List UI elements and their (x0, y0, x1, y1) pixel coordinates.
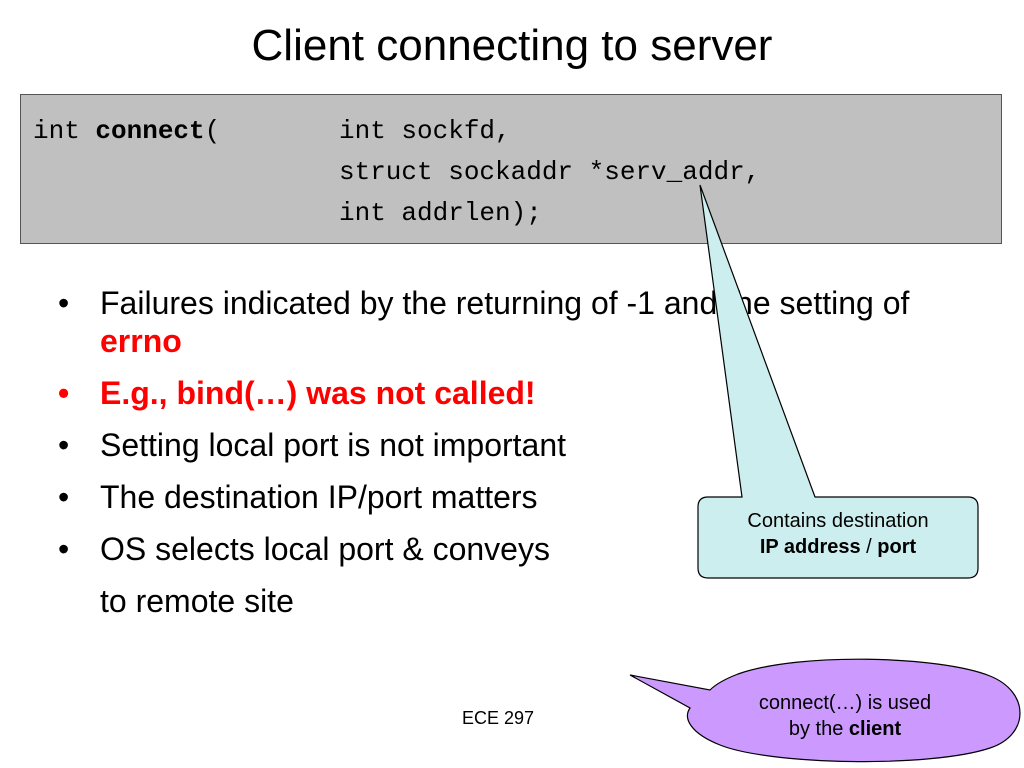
bullet-item-3: • Setting local port is not important (58, 426, 958, 464)
callout-bold-ip: IP address (759, 536, 861, 558)
bullet-1-highlight: errno (100, 323, 182, 359)
bubble-line-2: by the client (700, 716, 990, 742)
code-block: int connect( int sockfd, struct sockaddr… (20, 94, 1002, 244)
code-param-3: int addrlen); (339, 198, 542, 228)
callout-line-1: Contains destination (747, 510, 929, 532)
bullet-2-text: E.g., bind(…) was not called! (100, 375, 536, 411)
slide-title: Client connecting to server (251, 21, 773, 70)
bullet-5-continuation: to remote site (100, 583, 294, 619)
bullet-item-5: • OS selects local port & conveys to rem… (58, 530, 958, 620)
code-return-type: int (33, 116, 96, 146)
bubble-text: connect(…) is used by the client (700, 690, 990, 742)
bubble-bold-client: client (848, 718, 902, 740)
bullet-3-text: Setting local port is not important (100, 427, 567, 463)
callout-separator: / (860, 536, 878, 558)
bubble-line-2-text: by the (788, 718, 849, 740)
bubble-line-1: connect(…) is used (758, 692, 932, 714)
code-param-1: int sockfd, (339, 116, 511, 146)
bullet-marker: • (58, 479, 70, 515)
callout-text: Contains destination IP address / port (700, 508, 976, 560)
code-param-2: struct sockaddr *serv_addr, (339, 157, 761, 187)
bullet-list: • Failures indicated by the returning of… (58, 284, 958, 634)
callout-line-2: IP address / port (700, 534, 976, 560)
code-open-paren: ( (204, 116, 221, 146)
bullet-5-text: OS selects local port & conveys (100, 531, 550, 567)
bullet-4-text: The destination IP/port matters (100, 479, 538, 515)
code-function-name: connect (95, 116, 205, 146)
bullet-item-2: • E.g., bind(…) was not called! (58, 374, 958, 412)
bullet-marker: • (58, 427, 70, 463)
bullet-item-1: • Failures indicated by the returning of… (58, 284, 958, 360)
bullet-marker: • (58, 375, 70, 411)
bullet-item-4: • The destination IP/port matters (58, 478, 958, 516)
bullet-marker: • (58, 531, 70, 567)
slide-footer: ECE 297 (462, 708, 535, 728)
bullet-marker: • (58, 285, 70, 321)
bullet-1-text: Failures indicated by the returning of -… (100, 285, 910, 321)
callout-bold-port: port (877, 536, 917, 558)
code-line-1: int connect( (33, 111, 220, 152)
